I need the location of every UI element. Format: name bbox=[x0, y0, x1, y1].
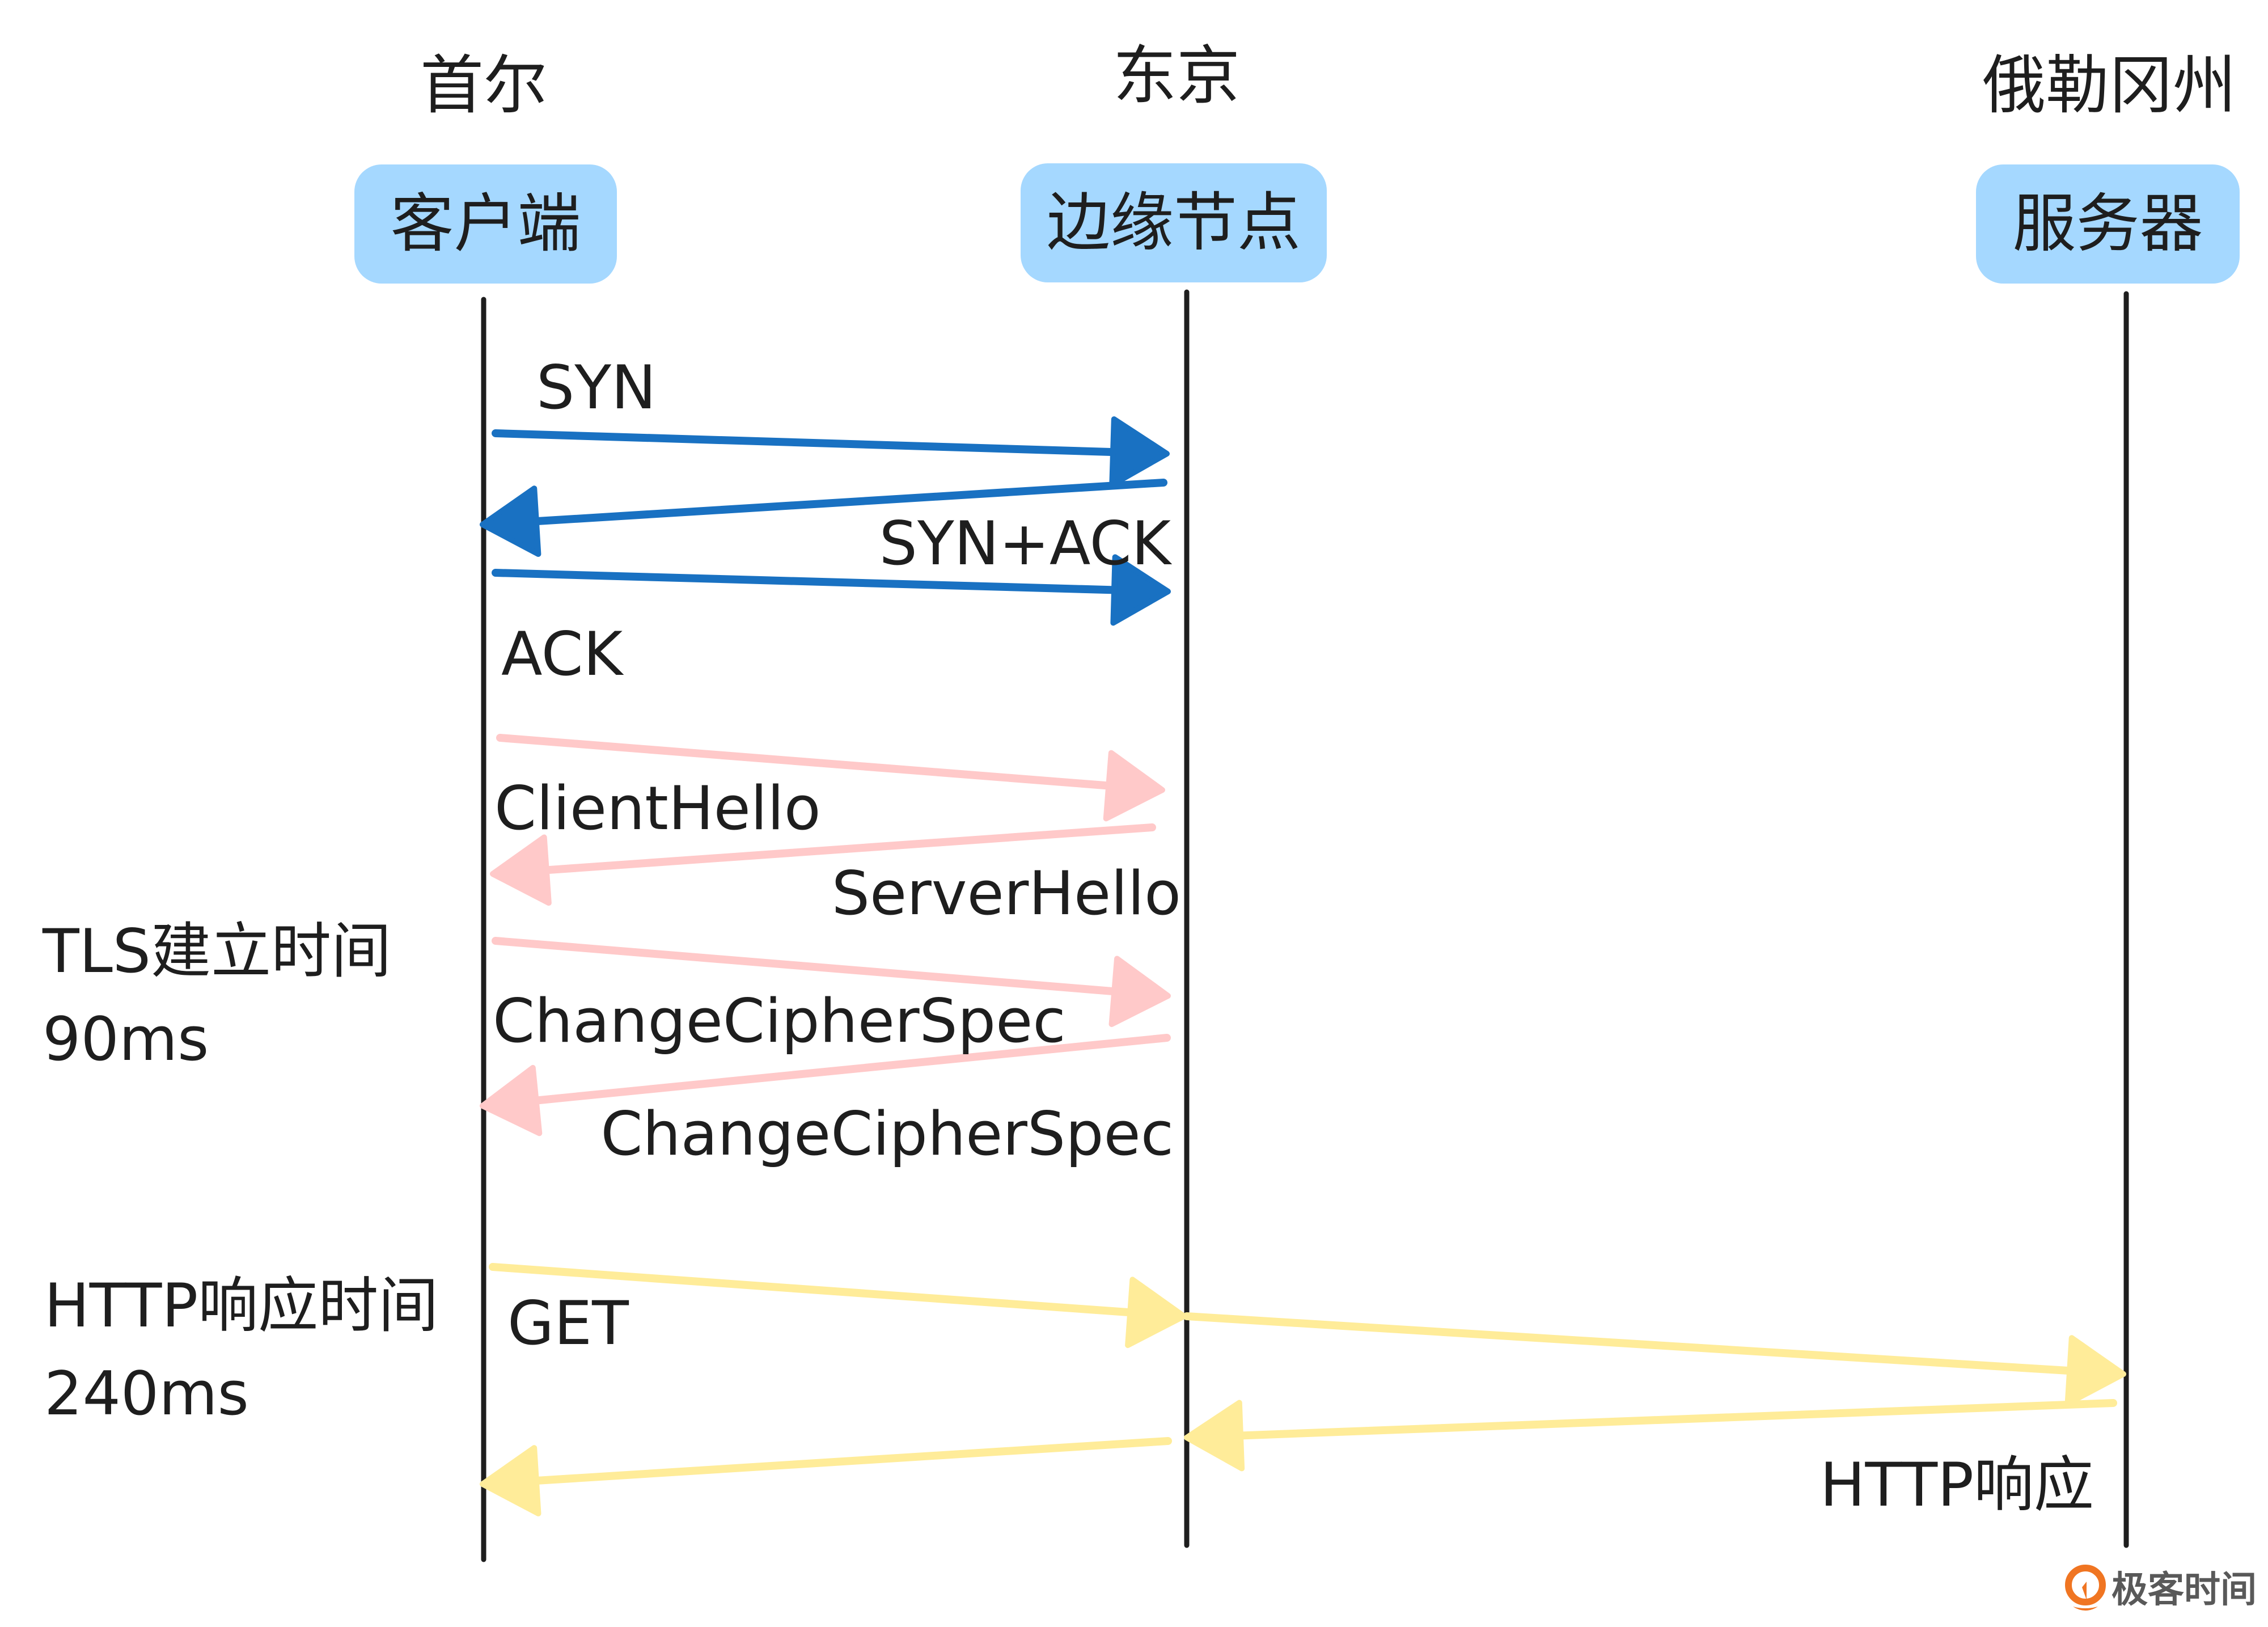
arrow-head bbox=[1184, 1400, 1245, 1472]
http-phase-duration: 240ms bbox=[44, 1359, 249, 1429]
message-label-change-cipher-spec-2: ChangeCipherSpec bbox=[600, 1099, 1174, 1169]
participant-edge-label: 边缘节点 bbox=[1047, 186, 1301, 260]
arrow-shaft bbox=[542, 823, 1156, 874]
geektime-logo-icon bbox=[2065, 1565, 2106, 1611]
participant-server-label: 服务器 bbox=[2012, 187, 2203, 261]
geektime-logo-text: 极客时间 bbox=[2112, 1569, 2257, 1611]
message-arrow-http-response bbox=[1184, 1399, 2117, 1472]
message-label-client-hello: ClientHello bbox=[494, 774, 821, 843]
message-label-ack: ACK bbox=[501, 619, 624, 689]
tls-phase-duration: 90ms bbox=[43, 1004, 209, 1074]
arrow-shaft bbox=[532, 1034, 1171, 1105]
location-edge: 东京 bbox=[1113, 39, 1240, 113]
message-label-change-cipher-spec-1: ChangeCipherSpec bbox=[493, 986, 1066, 1056]
tls-phase-title: TLS建立时间 bbox=[43, 916, 392, 986]
message-arrow-change-cipher-spec-2 bbox=[480, 1034, 1171, 1136]
arrow-shaft bbox=[1183, 1312, 2074, 1375]
message-arrow-server-hello bbox=[490, 823, 1156, 906]
arrow-head bbox=[1108, 956, 1171, 1028]
http-phase-title: HTTP响应时间 bbox=[44, 1271, 439, 1341]
message-arrow-syn-ack bbox=[480, 479, 1167, 557]
arrow-head bbox=[1103, 750, 1165, 822]
message-arrow-syn bbox=[492, 416, 1170, 488]
arrow-shaft bbox=[492, 937, 1119, 996]
message-arrow-get-forward bbox=[1183, 1312, 2126, 1407]
arrow-head bbox=[1109, 416, 1170, 488]
arrow-shaft bbox=[496, 734, 1113, 790]
participant-client-label: 客户端 bbox=[390, 187, 581, 261]
participant-client[interactable]: 客户端 bbox=[354, 164, 617, 284]
message-label-syn: SYN bbox=[536, 353, 656, 422]
participant-server[interactable]: 服务器 bbox=[1976, 164, 2240, 284]
arrow-head bbox=[490, 834, 552, 906]
message-arrow-ack bbox=[492, 554, 1171, 626]
location-server: 俄勒冈州 bbox=[1982, 49, 2236, 122]
arrow-head bbox=[480, 485, 541, 557]
message-label-syn-ack: SYN+ACK bbox=[879, 509, 1173, 578]
message-label-server-hello: ServerHello bbox=[832, 859, 1181, 928]
geektime-logo: 极客时间 bbox=[2065, 1565, 2257, 1616]
arrow-shaft bbox=[532, 1437, 1172, 1485]
arrow-shaft bbox=[489, 1263, 1135, 1317]
arrow-shaft bbox=[492, 569, 1119, 594]
arrow-head bbox=[1110, 554, 1171, 626]
message-arrow-change-cipher-spec-1 bbox=[492, 937, 1171, 1028]
arrow-shaft bbox=[532, 479, 1167, 526]
arrow-head bbox=[480, 1445, 541, 1516]
participant-edge[interactable]: 边缘节点 bbox=[1021, 163, 1327, 282]
arrow-head bbox=[1125, 1277, 1187, 1349]
message-arrow-get bbox=[489, 1263, 1187, 1349]
arrow-shaft bbox=[492, 429, 1118, 457]
location-client: 首尔 bbox=[420, 49, 547, 122]
message-label-get: GET bbox=[507, 1288, 629, 1358]
arrow-head bbox=[480, 1064, 543, 1136]
arrow-shaft bbox=[1236, 1399, 2117, 1440]
arrow-head bbox=[2064, 1335, 2126, 1407]
message-label-http-response: HTTP响应 bbox=[1820, 1450, 2094, 1520]
message-arrow-http-response-forward bbox=[480, 1437, 1172, 1516]
message-arrow-client-hello bbox=[496, 734, 1165, 822]
